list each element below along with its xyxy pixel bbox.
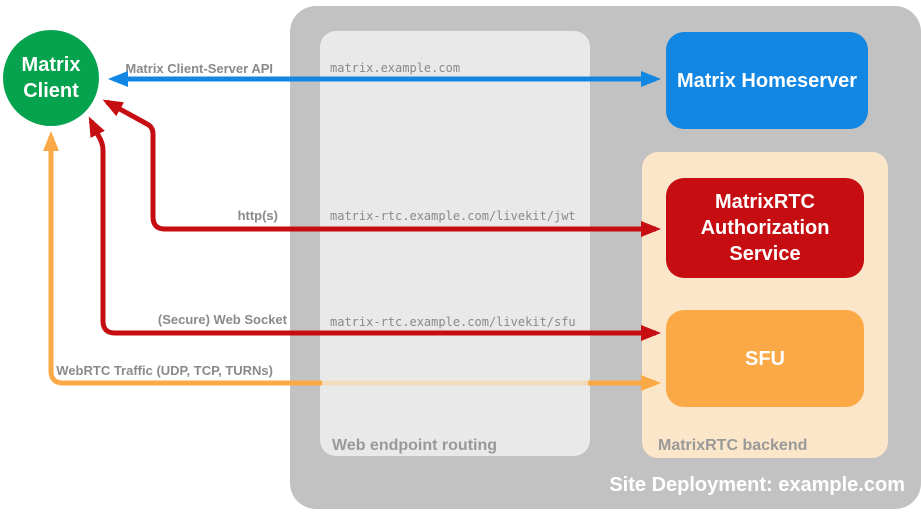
site-deployment-label: Site Deployment: example.com [609, 474, 905, 496]
endpoint-livekit-jwt: matrix-rtc.example.com/livekit/jwt [330, 209, 576, 223]
web-endpoint-routing-box [320, 31, 590, 456]
web-endpoint-routing-label: Web endpoint routing [332, 437, 498, 454]
sfu-node: SFU [666, 310, 864, 407]
endpoint-livekit-sfu: matrix-rtc.example.com/livekit/sfu [330, 315, 576, 329]
endpoint-matrix-example: matrix.example.com [330, 61, 461, 75]
matrixrtc-auth-service-node: MatrixRTC Authorization Service [666, 178, 864, 278]
matrixrtc-auth-service-label: MatrixRTC Authorization Service [700, 191, 830, 265]
matrix-homeserver-label: Matrix Homeserver [676, 69, 858, 92]
web-socket-label: (Secure) Web Socket [157, 312, 287, 327]
client-server-api-label: Matrix Client-Server API [125, 61, 273, 76]
webrtc-traffic-label: WebRTC Traffic (UDP, TCP, TURNs) [56, 363, 273, 378]
matrix-client-label: Matrix Client [21, 54, 81, 102]
https-label: http(s) [237, 208, 278, 223]
matrixrtc-backend-label: MatrixRTC backend [658, 437, 808, 454]
matrix-client-node: Matrix Client [3, 30, 99, 126]
sfu-label: SFU [745, 347, 785, 370]
matrix-homeserver-node: Matrix Homeserver [666, 32, 868, 129]
